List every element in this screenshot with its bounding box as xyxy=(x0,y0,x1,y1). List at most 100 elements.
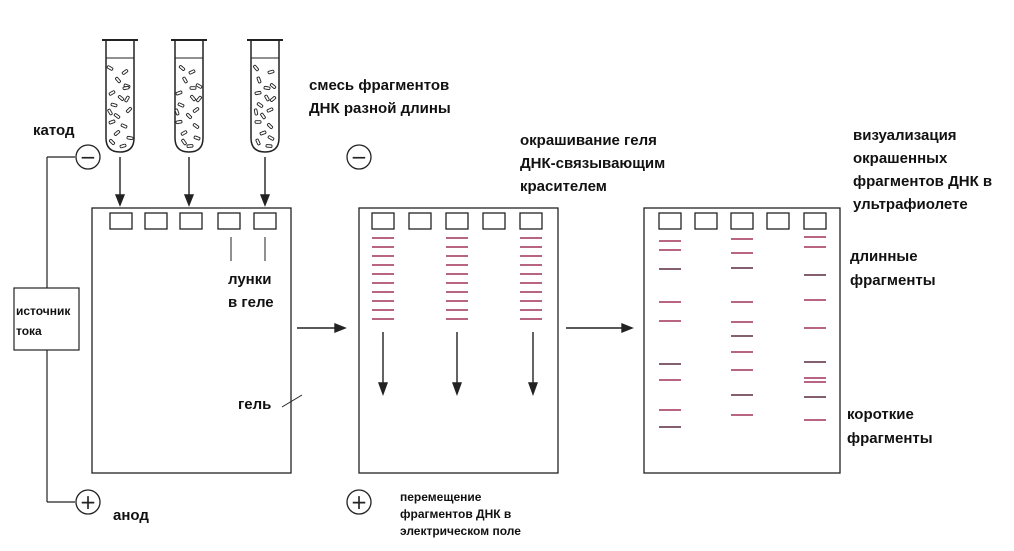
dna-fragment xyxy=(188,69,196,75)
dna-fragment xyxy=(260,112,266,120)
dna-fragment xyxy=(185,112,193,120)
dna-fragment xyxy=(175,119,183,125)
dna-fragment xyxy=(126,135,134,141)
dna-fragment xyxy=(178,65,186,71)
gel-3 xyxy=(643,207,841,474)
dna-fragment xyxy=(193,135,201,141)
dna-fragment xyxy=(113,130,121,136)
movement-label-line1: перемещение xyxy=(400,490,482,504)
flow-arrow-2 xyxy=(566,322,634,334)
dna-fragment xyxy=(254,90,262,96)
dna-fragment xyxy=(253,108,259,116)
dna-fragment xyxy=(263,85,271,91)
dna-fragment xyxy=(189,86,197,90)
test-tube-3 xyxy=(247,39,283,153)
test-tube-2 xyxy=(171,39,207,153)
cathode-terminal xyxy=(75,144,101,170)
plus-sign: + xyxy=(80,490,97,514)
gel-2-wells xyxy=(371,212,543,230)
dna-fragment xyxy=(177,102,185,108)
staining-label-line1: окрашивание геля xyxy=(520,132,657,149)
uv-label-line2: окрашенных xyxy=(853,150,948,167)
dna-fragment xyxy=(259,130,267,136)
dna-fragment xyxy=(106,65,114,71)
wells-label-line1: лунки xyxy=(228,271,272,288)
plus-sign-2: + xyxy=(351,490,368,514)
minus-sign: − xyxy=(80,145,97,169)
uv-label-line3: фрагментов ДНК в xyxy=(853,173,993,190)
flow-arrow-1 xyxy=(297,322,347,334)
dna-fragment xyxy=(267,69,275,75)
dna-fragment xyxy=(195,83,203,89)
dna-fragment xyxy=(256,102,264,108)
dna-fragment xyxy=(121,69,129,75)
dna-fragment xyxy=(180,130,188,136)
well-pointer-lines xyxy=(230,237,266,261)
dna-fragment xyxy=(113,113,121,119)
power-source-label-line2: тока xyxy=(16,324,42,338)
dna-fragment xyxy=(269,96,277,102)
power-circuit xyxy=(13,156,80,503)
dna-fragment xyxy=(120,123,128,129)
staining-label-line2: ДНК-связывающим xyxy=(520,155,666,172)
gel-1 xyxy=(91,207,292,474)
dna-fragment xyxy=(182,76,188,84)
dna-fragment xyxy=(266,122,274,130)
dna-fragment xyxy=(265,144,273,148)
dna-fragment xyxy=(267,135,275,141)
dna-fragment xyxy=(255,138,261,146)
dna-fragment xyxy=(256,76,262,84)
dna-fragments xyxy=(106,64,277,149)
minus-sign-2: − xyxy=(351,145,368,169)
staining-label-line3: красителем xyxy=(520,178,607,195)
anode-label: анод xyxy=(113,507,149,524)
anode-terminal xyxy=(75,489,101,515)
dna-fragment xyxy=(253,64,259,72)
dna-fragment xyxy=(196,95,202,103)
movement-label-line3: электрическом поле xyxy=(400,524,521,538)
dna-fragment xyxy=(125,106,133,114)
wells-label-line2: в геле xyxy=(228,294,274,311)
dna-fragment xyxy=(115,76,121,84)
dna-fragment xyxy=(269,83,277,89)
gel-2-bands xyxy=(372,237,542,320)
dna-fragment xyxy=(192,107,200,113)
dna-fragment xyxy=(186,144,194,148)
tube-arrows xyxy=(114,157,271,207)
gel-1-wells xyxy=(109,212,277,230)
short-fragments-label-line2: фрагменты xyxy=(847,430,933,447)
dna-fragment xyxy=(174,108,180,116)
dna-fragment xyxy=(108,138,116,146)
long-fragments-label-line2: фрагменты xyxy=(850,272,936,289)
dna-fragment xyxy=(254,120,262,124)
dna-fragment xyxy=(264,94,270,102)
dna-fragment xyxy=(124,95,130,103)
dna-fragment xyxy=(107,108,113,116)
dna-fragment xyxy=(190,94,196,102)
gel2-plus-terminal xyxy=(346,489,372,515)
mixture-label-line1: смесь фрагментов xyxy=(309,77,450,94)
gel-2 xyxy=(358,207,559,474)
dna-fragment xyxy=(108,119,116,125)
uv-label-line4: ультрафиолете xyxy=(853,196,968,213)
gel-3-wells xyxy=(658,212,827,230)
dna-fragment xyxy=(122,85,130,91)
dna-fragment xyxy=(117,95,125,101)
dna-fragment xyxy=(119,143,127,149)
power-source-label-line1: источник xyxy=(16,304,71,318)
cathode-label: катод xyxy=(33,122,75,139)
movement-label-line2: фрагментов ДНК в xyxy=(400,507,512,521)
gel-pointer-line xyxy=(281,394,303,408)
gel-label: гель xyxy=(238,396,272,413)
gel2-minus-terminal xyxy=(346,144,372,170)
dna-fragment xyxy=(175,90,183,96)
test-tube-1 xyxy=(102,39,138,153)
dna-fragment xyxy=(192,123,200,129)
gel-3-bands xyxy=(659,236,826,428)
dna-fragment xyxy=(108,90,116,96)
dna-fragment xyxy=(181,138,187,146)
mixture-label-line2: ДНК разной длины xyxy=(309,100,451,117)
dna-fragment xyxy=(110,102,118,108)
long-fragments-label-line1: длинные xyxy=(850,248,918,265)
